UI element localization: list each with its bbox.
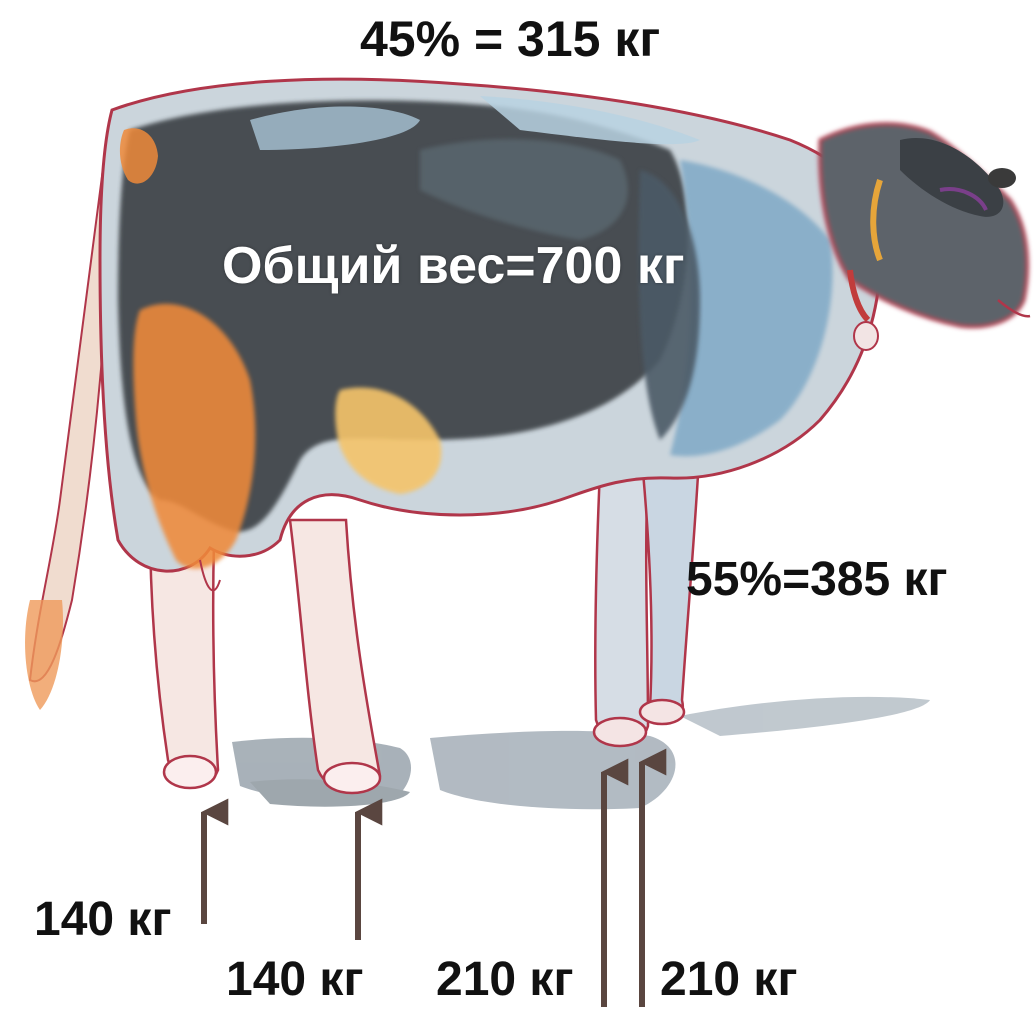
front-share-label: 55%=385 кг bbox=[686, 556, 948, 604]
total-weight-label: Общий вес=700 кг bbox=[222, 240, 685, 292]
hind-share-label: 45% = 315 кг bbox=[360, 14, 660, 64]
hind-right-weight-label: 140 кг bbox=[226, 956, 363, 1004]
front-right-weight-label: 210 кг bbox=[660, 956, 797, 1004]
front-left-weight-label: 210 кг bbox=[436, 956, 573, 1004]
hind-left-weight-label: 140 кг bbox=[34, 896, 171, 944]
front-legs bbox=[594, 440, 700, 746]
